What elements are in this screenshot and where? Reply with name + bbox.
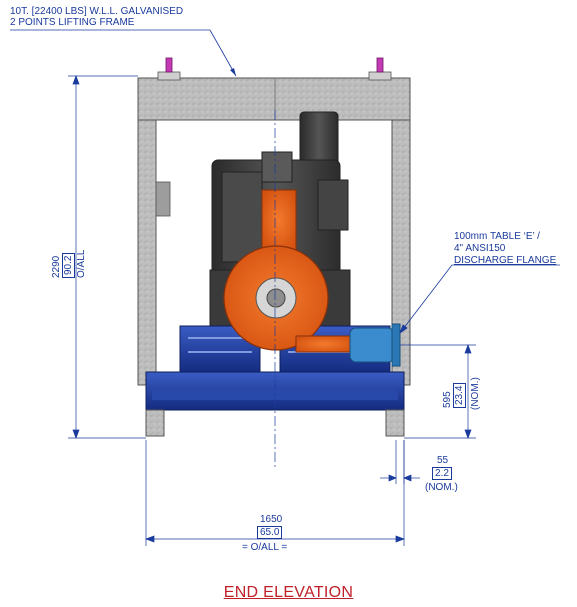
flange-height-dimension xyxy=(400,344,476,439)
flange-offset-dimension xyxy=(380,440,420,484)
overall-width-mm: 1650 xyxy=(260,514,283,525)
lifting-frame-leader xyxy=(10,29,237,77)
overall-height-note: O/ALL xyxy=(76,249,87,278)
overall-height-mm: 2290 xyxy=(51,255,62,278)
overall-height-dimension xyxy=(68,75,146,439)
flange-height-in: 23.4 xyxy=(453,382,466,408)
flange-offset-in: 2.2 xyxy=(432,467,452,480)
pump xyxy=(223,189,401,367)
discharge-label-line2: 4" ANSI150 xyxy=(454,243,506,254)
flange-height-mm: 595 xyxy=(442,391,453,408)
overall-width-note: = O/ALL = xyxy=(242,542,288,553)
drawing-title: END ELEVATION xyxy=(223,584,354,601)
discharge-label-line3: DISCHARGE FLANGE xyxy=(454,255,557,266)
lifting-frame xyxy=(137,57,411,386)
discharge-label-line1: 100mm TABLE ‘E’ / xyxy=(454,231,540,242)
overall-width-dimension xyxy=(145,440,405,546)
flange-offset-mm: 55 xyxy=(437,455,449,466)
discharge-flange-leader xyxy=(399,264,560,335)
flange-offset-note: (NOM.) xyxy=(425,482,458,493)
overall-height-in: 90.2 xyxy=(62,252,75,278)
lifting-frame-label-line1: 10T. [22400 LBS] W.L.L. GALVANISED xyxy=(10,6,184,17)
lifting-frame-label-line2: 2 POINTS LIFTING FRAME xyxy=(10,17,135,28)
overall-width-in: 65.0 xyxy=(257,526,283,539)
flange-height-note: (NOM.) xyxy=(470,377,481,410)
